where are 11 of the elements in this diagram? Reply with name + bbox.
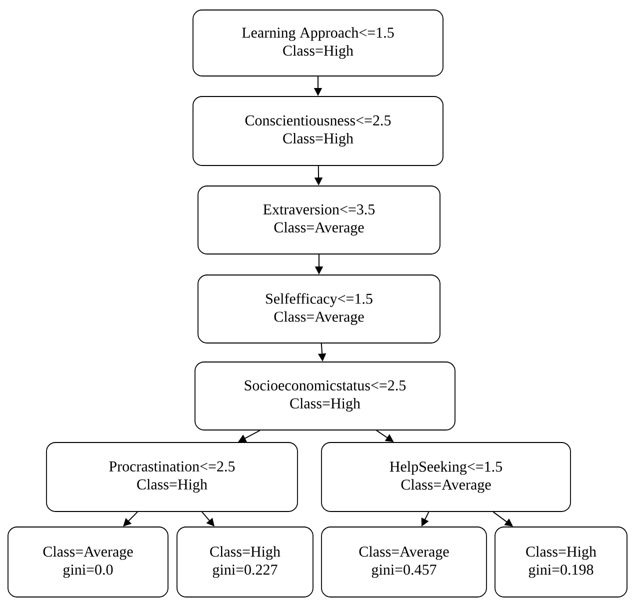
tree-node-box: Selfefficacy<=1.5 Class=Average: [198, 274, 440, 344]
tree-node-box: Class=Average gini=0.0: [8, 526, 168, 598]
tree-node-box: HelpSeeking<=1.5 Class=Average: [321, 442, 571, 512]
tree-node-box: Procrastination<=2.5 Class=High: [46, 442, 298, 512]
tree-node-box: Learning Approach<=1.5 Class=High: [192, 10, 444, 76]
tree-node-box: Socioeconomicstatus<=2.5 Class=High: [194, 362, 456, 430]
tree-node-box: Extraversion<=3.5 Class=Average: [198, 186, 440, 254]
tree-node-box: Class=High gini=0.227: [176, 526, 314, 598]
tree-node-box: Class=Average gini=0.457: [321, 526, 487, 598]
tree-node-box: Conscientiousness<=2.5 Class=High: [192, 96, 444, 166]
tree-node-box: Class=High gini=0.198: [494, 526, 628, 598]
